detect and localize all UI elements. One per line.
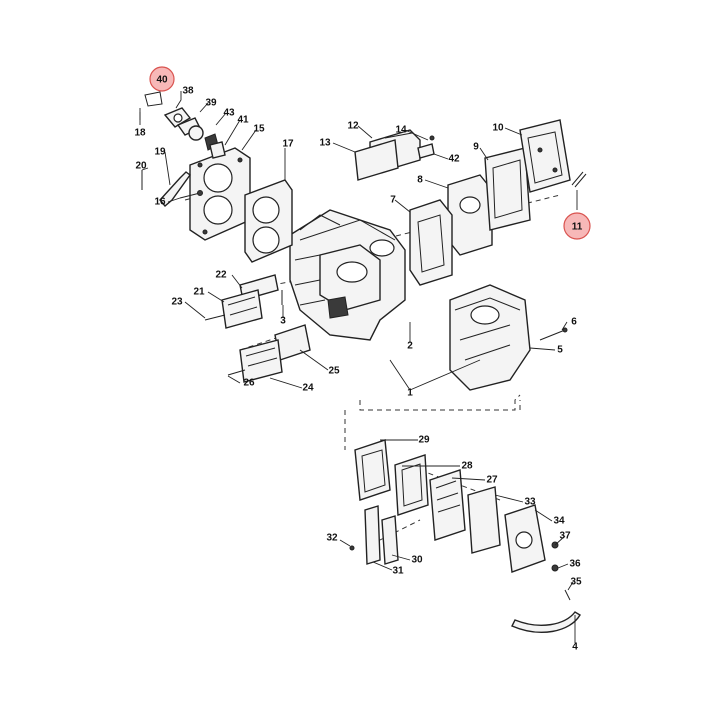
part-label-15: 15 — [253, 124, 265, 135]
part-label-42: 42 — [448, 154, 460, 165]
thermostat-parts — [139, 91, 226, 159]
part-label-30: 30 — [411, 555, 423, 566]
part-label-28: 28 — [461, 461, 473, 472]
part-label-33: 33 — [524, 497, 536, 508]
part-label-5: 5 — [557, 345, 563, 356]
part-label-3: 3 — [280, 316, 286, 327]
part-label-19: 19 — [154, 147, 166, 158]
lower-crankcase-5 — [449, 284, 568, 391]
part-label-13: 13 — [319, 138, 331, 149]
part-label-41: 41 — [237, 115, 249, 126]
part-label-17: 17 — [282, 139, 294, 150]
part-label-6: 6 — [571, 317, 577, 328]
gasket-7-window — [417, 214, 445, 273]
transfer-covers — [447, 119, 571, 256]
part-label-31: 31 — [392, 566, 404, 577]
part-label-25: 25 — [328, 366, 340, 377]
part-label-35: 35 — [570, 577, 582, 588]
part-label-38: 38 — [182, 86, 194, 97]
part-label-22: 22 — [215, 270, 227, 281]
part-labels: 40 11 38 39 43 41 15 17 18 19 20 16 12 1… — [134, 75, 582, 653]
part-label-36: 36 — [569, 559, 581, 570]
part-label-32: 32 — [326, 533, 338, 544]
part-label-40: 40 — [156, 75, 168, 86]
part-label-18: 18 — [134, 128, 146, 139]
part-label-10: 10 — [492, 123, 504, 134]
gasket-17 — [244, 179, 293, 263]
leader-lines — [139, 91, 578, 643]
part-label-20: 20 — [135, 161, 147, 172]
gasket-7 — [409, 199, 453, 286]
part-label-43: 43 — [223, 108, 235, 119]
part-label-24: 24 — [302, 383, 314, 394]
part-label-14: 14 — [395, 125, 407, 136]
part-label-8: 8 — [417, 175, 423, 186]
part-label-7: 7 — [390, 195, 396, 206]
part-label-4: 4 — [572, 642, 578, 653]
hose-4 — [511, 611, 581, 633]
part-label-1: 1 — [407, 388, 413, 399]
bolts-left — [141, 170, 203, 199]
part-label-26: 26 — [243, 378, 255, 389]
part-label-12: 12 — [347, 121, 359, 132]
hose-19 — [159, 171, 191, 207]
crankcase-block — [289, 209, 406, 341]
highlight-circle-11 — [563, 212, 591, 240]
exhaust-parts-lower — [349, 439, 571, 601]
part-label-29: 29 — [418, 435, 430, 446]
bolt-11 — [571, 171, 587, 188]
reed-plate-12-13 — [354, 129, 435, 181]
part-label-21: 21 — [193, 287, 205, 298]
part-label-27: 27 — [486, 475, 498, 486]
highlight-circle-40 — [149, 66, 175, 92]
part-label-34: 34 — [553, 516, 565, 527]
cylinder-head-15 — [189, 147, 251, 241]
part-label-2: 2 — [407, 341, 413, 352]
part-label-37: 37 — [559, 531, 571, 542]
part-label-11: 11 — [572, 222, 583, 233]
part-label-16: 16 — [154, 197, 166, 208]
part-label-23: 23 — [171, 297, 183, 308]
part-label-39: 39 — [205, 98, 217, 109]
part-label-9: 9 — [473, 142, 479, 153]
